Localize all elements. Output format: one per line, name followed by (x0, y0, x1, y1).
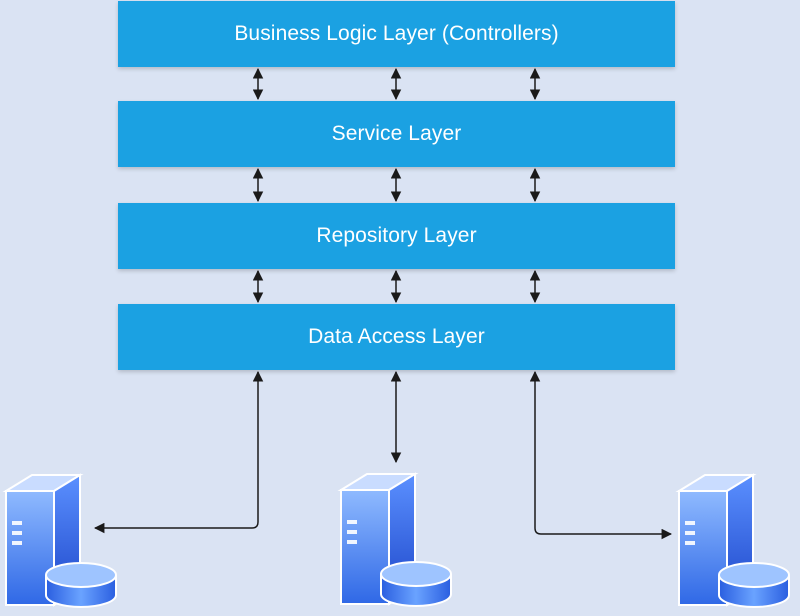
connector-data-access-server-left (93, 370, 264, 534)
business-logic-layer-label: Business Logic Layer (Controllers) (234, 22, 559, 45)
database-server-icon (2, 473, 117, 608)
service-layer-box: Service Layer (118, 101, 675, 167)
service-layer-label: Service Layer (331, 122, 462, 145)
data-access-layer-box: Data Access Layer (118, 304, 675, 370)
database-server-icon (675, 473, 790, 608)
data-access-layer-label: Data Access Layer (308, 325, 485, 348)
database-server-icon (337, 472, 452, 607)
business-logic-layer-box: Business Logic Layer (Controllers) (118, 1, 675, 67)
repository-layer-label: Repository Layer (316, 224, 477, 247)
repository-layer-box: Repository Layer (118, 203, 675, 269)
connector-data-access-server-right (529, 370, 673, 540)
